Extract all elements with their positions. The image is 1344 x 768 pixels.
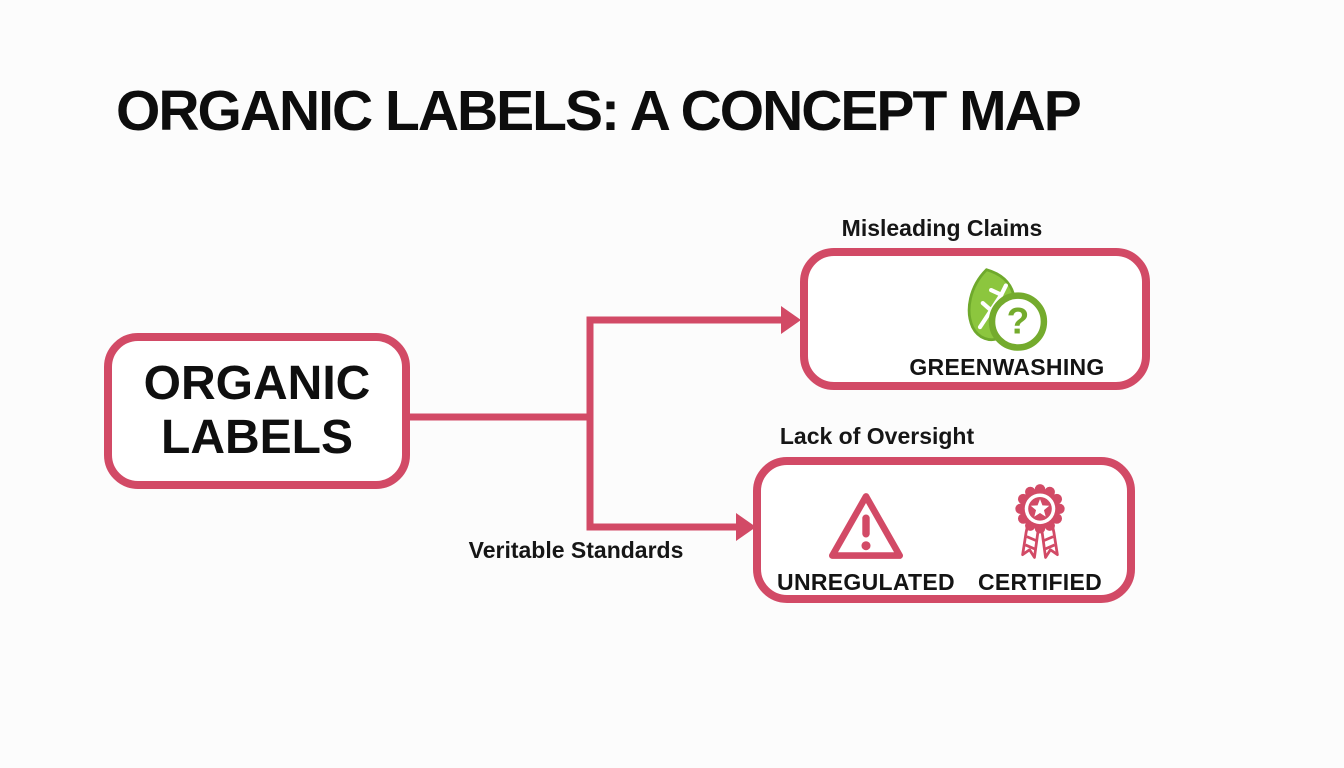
arrowhead-bottom-icon bbox=[736, 513, 756, 541]
arrowhead-top-icon bbox=[781, 306, 801, 334]
page-title: ORGANIC LABELS: A CONCEPT MAP bbox=[116, 79, 1082, 143]
item-unregulated: UNREGULATED bbox=[777, 481, 955, 596]
node-greenwashing: ? GREENWASHING bbox=[800, 248, 1150, 390]
node-label-greenwashing: GREENWASHING bbox=[909, 354, 1105, 380]
greenwashing-leaf-question-icon: ? bbox=[967, 268, 1048, 351]
item-certified: CERTIFIED bbox=[965, 481, 1115, 596]
node-label-certified: CERTIFIED bbox=[977, 569, 1103, 595]
award-ribbon-icon bbox=[1015, 484, 1065, 559]
svg-text:?: ? bbox=[1007, 300, 1030, 342]
root-node-organic-labels: ORGANIC LABELS bbox=[104, 333, 410, 489]
root-node-label-line1: ORGANIC bbox=[143, 357, 371, 411]
edge-label-lack-of-oversight: Lack of Oversight bbox=[779, 423, 975, 449]
edge-label-misleading-claims: Misleading Claims bbox=[841, 215, 1043, 241]
root-node-label-line2: LABELS bbox=[161, 411, 353, 464]
edge-label-veritable-standards: Veritable Standards bbox=[468, 537, 684, 563]
node-lack-of-oversight: UNREGULATED bbox=[753, 457, 1135, 603]
node-label-unregulated: UNREGULATED bbox=[777, 569, 955, 595]
warning-triangle-icon bbox=[829, 493, 903, 559]
